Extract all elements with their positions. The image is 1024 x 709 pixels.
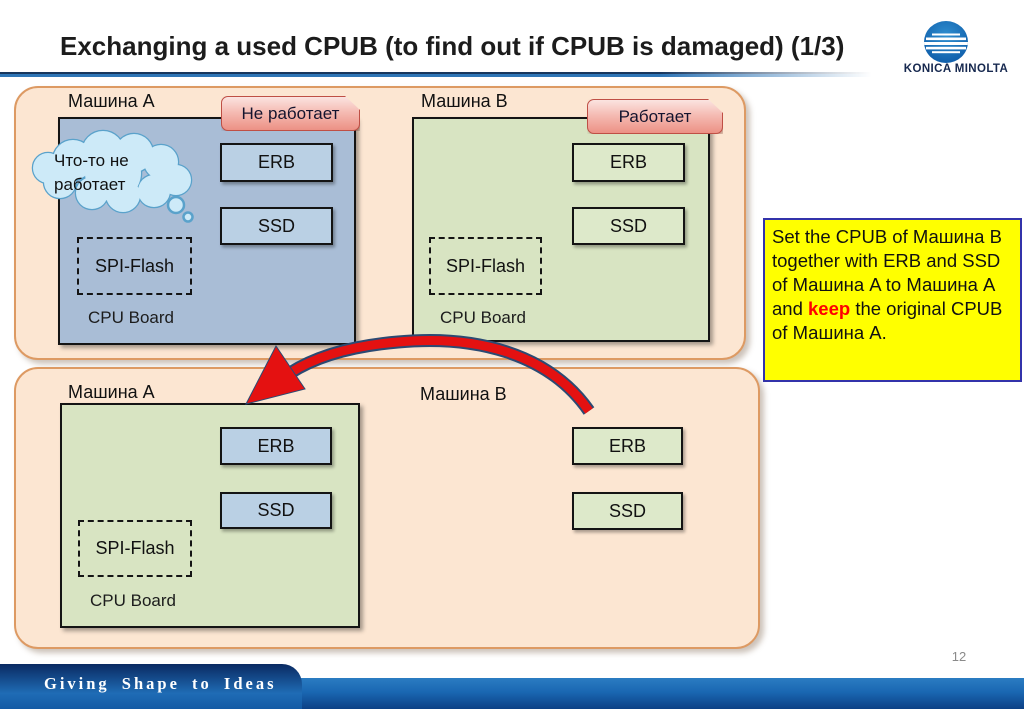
top-machine-b-board-caption: CPU Board (440, 308, 526, 327)
page-number: 12 (951, 649, 967, 664)
top-machine-a-name: Машина A (68, 91, 155, 111)
bottom-machine-a-board-caption: CPU Board (90, 591, 176, 610)
top-machine-a-status-badge: Не работает (221, 96, 360, 131)
note-text-before: Set the CPUB of Машина B together with E… (772, 226, 1002, 320)
bottom-machine-a-erb: ERB (220, 427, 332, 465)
brand-slogan: Giving Shape to Ideas (44, 674, 277, 693)
top-machine-a-spi-flash: SPI-Flash (77, 237, 192, 295)
page-title: Exchanging a used CPUB (to find out if C… (60, 31, 845, 61)
top-machine-b-name: Машина B (421, 91, 508, 111)
thought-cloud-icon (31, 129, 194, 223)
top-machine-a-erb: ERB (220, 143, 333, 182)
konica-minolta-globe-icon (924, 21, 968, 63)
bottom-machine-b-ssd: SSD (572, 492, 683, 530)
top-machine-b-spi-flash: SPI-Flash (429, 237, 542, 295)
bottom-machine-a-spi-flash: SPI-Flash (78, 520, 192, 577)
bottom-machine-b-erb: ERB (572, 427, 683, 465)
top-machine-b-status-badge: Работает (587, 99, 723, 134)
note-text-after: the original CPUB of Машина A. (772, 298, 1003, 344)
top-machine-b-ssd: SSD (572, 207, 685, 245)
bottom-machine-a-name: Машина A (68, 382, 155, 402)
konica-minolta-wordmark: KONICA MINOLTA (903, 63, 1009, 75)
note-keyword: keep (808, 298, 851, 320)
title-underline (0, 72, 880, 77)
instruction-note: Set the CPUB of Машина B together with E… (763, 218, 1022, 382)
top-machine-a-ssd: SSD (220, 207, 333, 245)
top-machine-a-board-caption: CPU Board (88, 308, 174, 327)
bottom-machine-a-ssd: SSD (220, 492, 332, 529)
thought-cloud-text: Что-то не работает (54, 151, 129, 194)
bottom-machine-b-name: Машина B (420, 384, 507, 404)
footer-tab (0, 664, 302, 709)
top-machine-b-erb: ERB (572, 143, 685, 182)
